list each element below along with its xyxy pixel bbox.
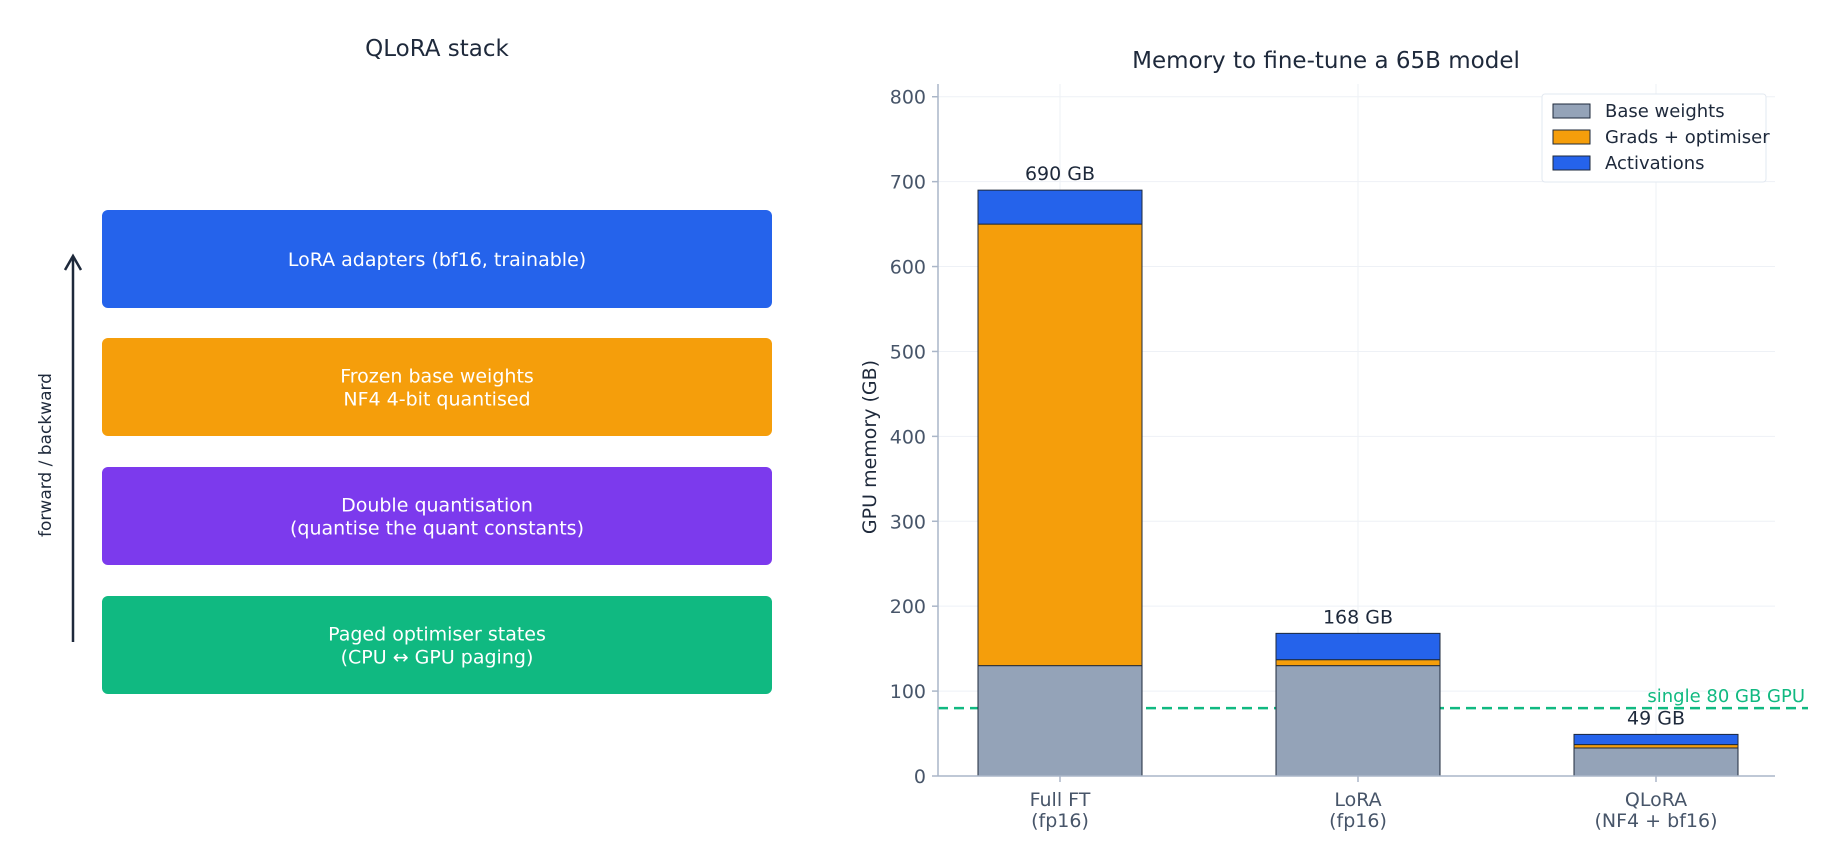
- bar-total-label: 49 GB: [1627, 707, 1685, 729]
- total-labels: 690 GB 168 GB 49 GB: [1025, 163, 1685, 729]
- stack-layer-label: (CPU ↔ GPU paging): [341, 647, 534, 669]
- memory-chart: Memory to fine-tune a 65B model single 8…: [859, 48, 1808, 832]
- y-tick-label: 600: [890, 257, 926, 279]
- y-tick-label: 500: [890, 341, 926, 363]
- x-tick-label: (fp16): [1329, 810, 1387, 832]
- chart-bars: [977, 189, 1739, 777]
- bar-total-label: 690 GB: [1025, 163, 1095, 185]
- y-tick-label: 200: [890, 596, 926, 618]
- y-tick-label: 400: [890, 426, 926, 448]
- stack-layer-box: [102, 210, 772, 308]
- x-tick-label: LoRA: [1334, 789, 1381, 811]
- legend-frame: [1541, 93, 1767, 183]
- bar-segment: [1573, 747, 1739, 777]
- bar-segment: [977, 665, 1143, 777]
- stack-layer-label: LoRA adapters (bf16, trainable): [288, 249, 586, 271]
- bar-segment: [1573, 744, 1739, 749]
- legend-swatch: [1552, 155, 1591, 171]
- y-tick-label: 700: [890, 172, 926, 194]
- legend-label: Activations: [1605, 153, 1705, 174]
- y-tick-label: 100: [890, 681, 926, 703]
- arrow-label: forward / backward: [36, 373, 56, 537]
- legend-swatch: [1552, 129, 1591, 145]
- y-tick-label: 800: [890, 87, 926, 109]
- bar-total-label: 168 GB: [1323, 606, 1393, 628]
- stack-layer-label: Double quantisation: [341, 495, 533, 517]
- stack-layer-label: Paged optimiser states: [328, 624, 546, 646]
- bar-segment: [1275, 659, 1441, 667]
- chart-title: Memory to fine-tune a 65B model: [1132, 48, 1520, 74]
- x-tick-label: QLoRA: [1625, 789, 1687, 811]
- bar-segment: [977, 189, 1143, 225]
- chart-axes: [937, 84, 1775, 777]
- x-tick-label: (fp16): [1031, 810, 1089, 832]
- stack-layer-box: [102, 596, 772, 694]
- stack-layer-label: Frozen base weights: [340, 366, 534, 388]
- stack-panel: QLoRA stack forward / backward LoRA adap…: [36, 36, 772, 694]
- bar-segment: [1573, 733, 1739, 746]
- legend-label: Grads + optimiser: [1605, 127, 1770, 148]
- y-axis-label: GPU memory (GB): [859, 360, 881, 534]
- y-tick-label: 300: [890, 511, 926, 533]
- bar-segment: [977, 223, 1143, 667]
- stack-layer-box: [102, 338, 772, 436]
- x-tick-labels: Full FT(fp16)LoRA(fp16)QLoRA(NF4 + bf16): [1030, 776, 1718, 832]
- bar-segment: [1275, 632, 1441, 661]
- x-tick-label: Full FT: [1030, 789, 1091, 811]
- reference-line-label: single 80 GB GPU: [1647, 686, 1805, 707]
- stack-layer-box: [102, 467, 772, 565]
- stack-layer-label: (quantise the quant constants): [290, 518, 584, 540]
- legend-swatch: [1552, 103, 1591, 119]
- stack-title: QLoRA stack: [365, 36, 509, 62]
- y-tick-label: 0: [914, 766, 926, 788]
- x-tick-label: (NF4 + bf16): [1595, 810, 1718, 832]
- forward-backward-arrow: [63, 253, 83, 642]
- bar-segment: [1275, 665, 1441, 777]
- stack-layer-label: NF4 4-bit quantised: [343, 389, 530, 411]
- stack-layers: LoRA adapters (bf16, trainable) Frozen ba…: [102, 210, 772, 694]
- y-tick-labels: 0 100 200 300 400 500 600 700 800: [890, 87, 938, 788]
- legend-label: Base weights: [1605, 101, 1725, 122]
